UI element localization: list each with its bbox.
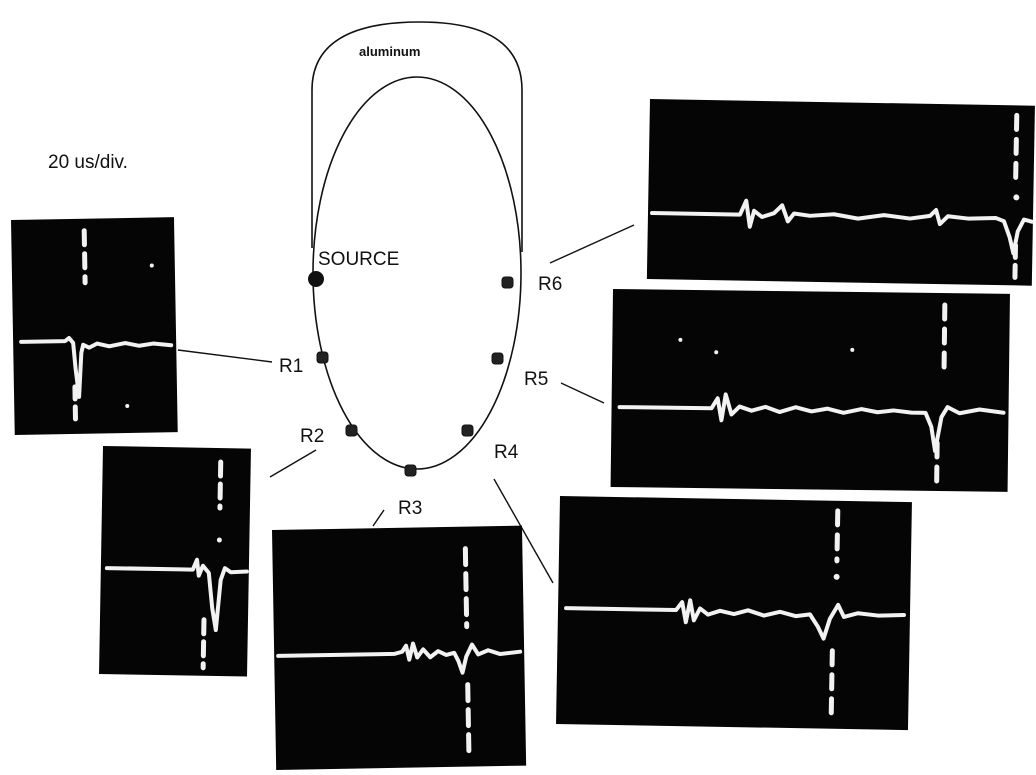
scope-r6-trigger-mark — [1013, 112, 1020, 184]
scope-r4-noise-dot — [833, 573, 840, 580]
scope-r1-noise-dot — [149, 263, 154, 268]
scope-r3-waveform — [276, 641, 523, 675]
receiver-label-r3: R3 — [398, 498, 422, 519]
specimen: aluminum SOURCE — [308, 21, 523, 470]
scope-r1-waveform — [19, 336, 174, 399]
leader-r3 — [372, 509, 385, 527]
scope-r1-trigger-mark-lower — [72, 384, 78, 422]
scope-r5-waveform — [617, 392, 1006, 453]
receiver-label-r6: R6 — [538, 274, 562, 295]
scope-r3-trigger-mark — [462, 546, 470, 630]
scope-r4-waveform — [564, 598, 906, 641]
scope-r6-waveform — [650, 198, 1034, 256]
sensor-r5-marker — [491, 352, 504, 365]
sensor-markers — [316, 276, 514, 477]
scope-r2-screen — [99, 446, 251, 677]
sensor-r3-marker — [404, 464, 417, 477]
scope-r2 — [99, 446, 251, 677]
sensor-r6-marker — [501, 276, 514, 289]
scope-r5 — [610, 289, 1010, 492]
aluminum-jacket — [311, 21, 523, 252]
scope-r6-screen — [646, 98, 1035, 286]
scope-r5-noise-dot — [850, 347, 855, 352]
scope-r4-trigger-mark-lower — [828, 648, 835, 719]
scope-r3-screen — [272, 525, 527, 770]
receiver-label-r2: R2 — [300, 426, 324, 447]
receiver-label-r1: R1 — [279, 356, 303, 377]
scope-r2-trigger-mark-lower — [200, 617, 207, 671]
scope-r6 — [646, 98, 1035, 286]
scope-r4 — [556, 496, 912, 731]
leader-r4 — [493, 478, 554, 584]
material-label: aluminum — [359, 44, 420, 59]
scope-r5-noise-dot — [714, 350, 719, 355]
scope-r2-waveform — [104, 557, 249, 632]
scope-r6-noise-dot — [1013, 194, 1020, 201]
scope-r5-noise-dot — [678, 337, 683, 342]
scope-r1-trigger-mark — [81, 228, 88, 286]
scope-r1-screen — [11, 217, 178, 435]
receiver-label-r5: R5 — [524, 369, 548, 390]
source-marker — [308, 271, 324, 287]
receiver-label-r4: R4 — [494, 442, 519, 463]
leader-r5 — [560, 382, 605, 404]
scope-r2-noise-dot — [216, 537, 222, 543]
leader-r6 — [549, 224, 635, 264]
sensor-r1-marker — [316, 351, 329, 364]
scope-r5-trigger-mark — [941, 302, 948, 378]
leader-lines — [177, 224, 635, 584]
source-label: SOURCE — [318, 249, 399, 270]
leader-r1 — [177, 349, 273, 363]
sensor-r4-marker — [461, 424, 474, 437]
scope-r1 — [11, 217, 178, 435]
specimen-ellipse — [312, 76, 522, 470]
scope-r1-noise-dot — [125, 403, 130, 408]
scope-r2-trigger-mark — [217, 459, 224, 511]
leader-r2 — [269, 449, 317, 478]
sensor-r2-marker — [345, 424, 358, 437]
scope-r5-screen — [610, 289, 1010, 492]
scope-r4-trigger-mark — [834, 508, 841, 564]
timebase-label: 20 us/div. — [48, 152, 128, 173]
scope-r3 — [272, 525, 527, 770]
scope-r3-trigger-mark-lower — [465, 682, 472, 762]
